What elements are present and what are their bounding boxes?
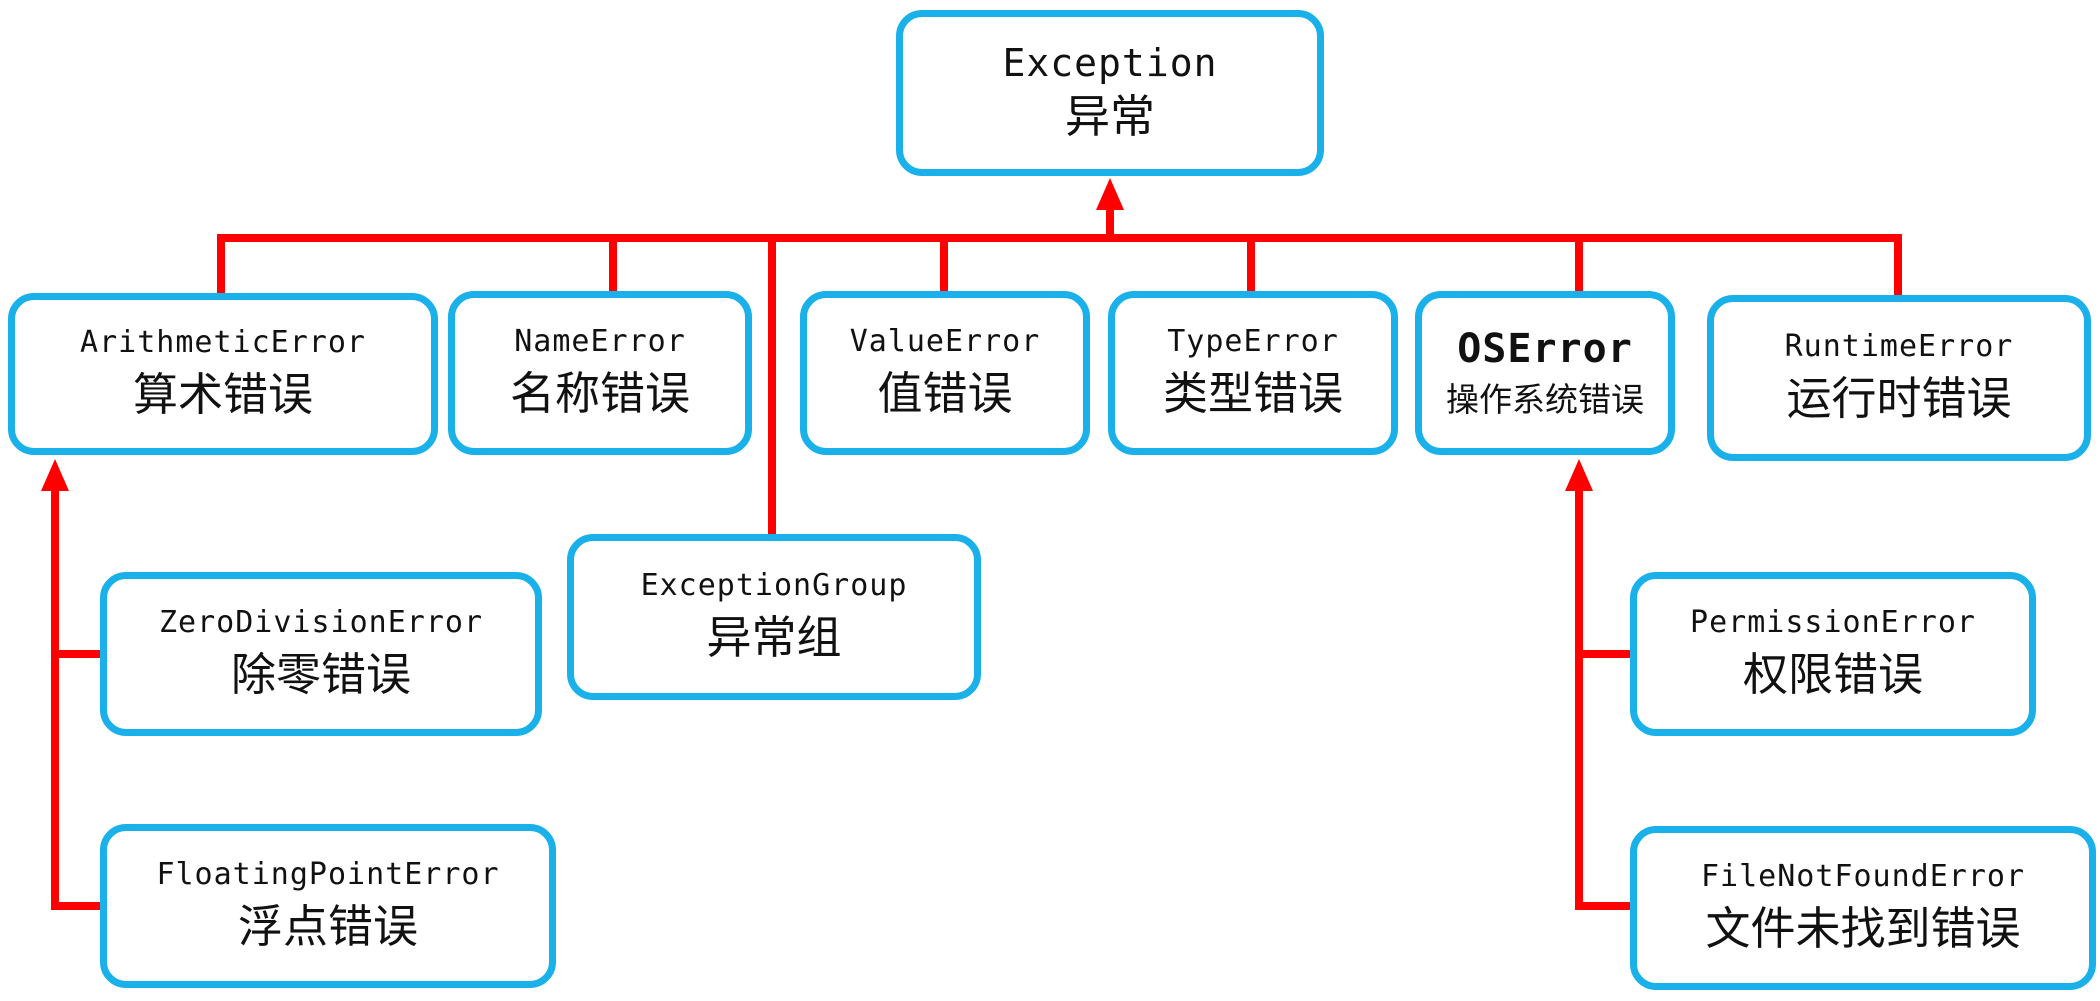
- arrowhead-to-os-error: [1565, 459, 1593, 491]
- node-exception: Exception 异常: [896, 10, 1324, 176]
- node-os-error-zh-label: 操作系统错误: [1446, 380, 1644, 420]
- node-arithmetic-error-zh-label: 算术错误: [132, 368, 313, 422]
- node-floating-point-error: FloatingPointError 浮点错误: [100, 824, 556, 988]
- node-exception-zh-label: 异常: [1064, 89, 1155, 143]
- node-file-not-found-error-en-label: FileNotFoundError: [1700, 858, 2026, 894]
- node-file-not-found-error: FileNotFoundError 文件未找到错误: [1630, 826, 2096, 990]
- node-exception-group-zh-label: 异常组: [706, 611, 842, 665]
- arrowhead-to-arithmetic-error: [41, 459, 69, 491]
- node-runtime-error-zh-label: 运行时错误: [1786, 372, 2012, 426]
- node-runtime-error: RuntimeError 运行时错误: [1707, 295, 2091, 461]
- node-exception-group-en-label: ExceptionGroup: [640, 567, 908, 603]
- node-exception-en-label: Exception: [1002, 41, 1218, 86]
- node-os-error-en-label: OSError: [1457, 326, 1633, 373]
- node-value-error-en-label: ValueError: [849, 323, 1041, 359]
- node-type-error: TypeError 类型错误: [1108, 291, 1398, 455]
- node-zero-division-error-zh-label: 除零错误: [230, 648, 411, 702]
- node-value-error-zh-label: 值错误: [877, 367, 1013, 421]
- node-zero-division-error: ZeroDivisionError 除零错误: [100, 572, 542, 736]
- node-name-error-zh-label: 名称错误: [509, 367, 690, 421]
- node-floating-point-error-en-label: FloatingPointError: [156, 856, 500, 892]
- node-exception-group: ExceptionGroup 异常组: [567, 534, 981, 700]
- node-type-error-zh-label: 类型错误: [1162, 367, 1343, 421]
- node-file-not-found-error-zh-label: 文件未找到错误: [1705, 902, 2021, 956]
- node-arithmetic-error: ArithmeticError 算术错误: [8, 293, 438, 455]
- node-floating-point-error-zh-label: 浮点错误: [237, 900, 418, 954]
- node-name-error: NameError 名称错误: [448, 291, 752, 455]
- node-permission-error-en-label: PermissionError: [1690, 604, 1976, 640]
- node-permission-error: PermissionError 权限错误: [1630, 572, 2036, 736]
- node-zero-division-error-en-label: ZeroDivisionError: [158, 604, 484, 640]
- arrowhead-to-exception: [1096, 178, 1124, 210]
- node-os-error: OSError 操作系统错误: [1415, 291, 1675, 455]
- node-arithmetic-error-en-label: ArithmeticError: [80, 324, 366, 360]
- node-name-error-en-label: NameError: [514, 323, 686, 359]
- node-value-error: ValueError 值错误: [800, 291, 1090, 455]
- node-type-error-en-label: TypeError: [1167, 323, 1339, 359]
- node-runtime-error-en-label: RuntimeError: [1784, 328, 2014, 364]
- node-permission-error-zh-label: 权限错误: [1742, 648, 1923, 702]
